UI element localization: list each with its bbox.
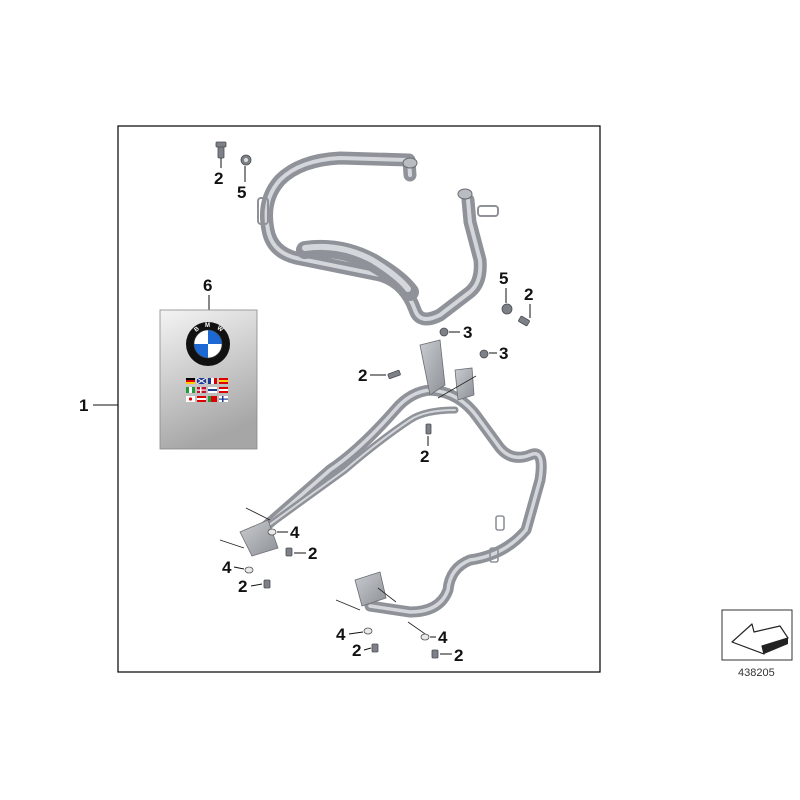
reference-number: 438205 <box>738 667 775 679</box>
svg-text:2: 2 <box>238 577 247 596</box>
svg-text:2: 2 <box>214 169 223 188</box>
callout-2-right: 2 <box>524 285 533 318</box>
arrow-box-icon <box>731 623 789 655</box>
callout-2-bottom-left: 2 <box>352 641 372 660</box>
callout-label: 1 <box>79 396 88 415</box>
svg-text:4: 4 <box>290 523 300 542</box>
country-flags-icon <box>186 377 228 402</box>
bmw-logo-icon: B M W <box>186 322 230 366</box>
svg-text:3: 3 <box>499 344 508 363</box>
fasteners <box>215 141 530 659</box>
callout-4-bottom-left: 4 <box>336 625 364 644</box>
svg-text:5: 5 <box>237 183 246 202</box>
callout-5-top: 5 <box>237 166 246 202</box>
lower-guard-bar <box>219 339 547 637</box>
callout-2-left-lower: 2 <box>238 577 263 596</box>
callout-2-mid-left: 2 <box>358 366 386 385</box>
upper-guard-bar <box>257 151 499 326</box>
svg-text:5: 5 <box>499 269 508 288</box>
callout-2-top: 2 <box>214 158 223 188</box>
svg-text:2: 2 <box>420 447 429 466</box>
svg-text:M: M <box>205 323 210 329</box>
svg-text:4: 4 <box>222 558 232 577</box>
callout-2-left-upper: 2 <box>294 544 317 563</box>
svg-text:3: 3 <box>463 323 472 342</box>
svg-text:4: 4 <box>438 628 448 647</box>
svg-text:W: W <box>216 325 224 333</box>
callout-2-mid: 2 <box>420 436 429 466</box>
svg-text:2: 2 <box>352 641 361 660</box>
manual-booklet: 6 B M W <box>159 276 258 450</box>
svg-text:4: 4 <box>336 625 346 644</box>
reference-box: 438205 <box>721 609 793 679</box>
svg-text:2: 2 <box>308 544 317 563</box>
callout-4-left-lower: 4 <box>222 558 245 577</box>
svg-text:2: 2 <box>454 646 463 665</box>
callout-5-right: 5 <box>499 269 508 303</box>
svg-text:B: B <box>194 326 202 334</box>
callout-4-bottom-right: 4 <box>430 628 448 647</box>
callout-4-left-upper: 4 <box>277 523 300 542</box>
svg-text:2: 2 <box>524 285 533 304</box>
callout-1: 1 <box>79 396 118 415</box>
callout-3-lower: 3 <box>489 344 508 363</box>
diagram-frame <box>117 125 601 673</box>
svg-text:2: 2 <box>358 366 367 385</box>
callout-6: 6 <box>203 276 212 295</box>
callout-3-upper: 3 <box>449 323 472 342</box>
callout-2-bottom-right: 2 <box>440 646 463 665</box>
